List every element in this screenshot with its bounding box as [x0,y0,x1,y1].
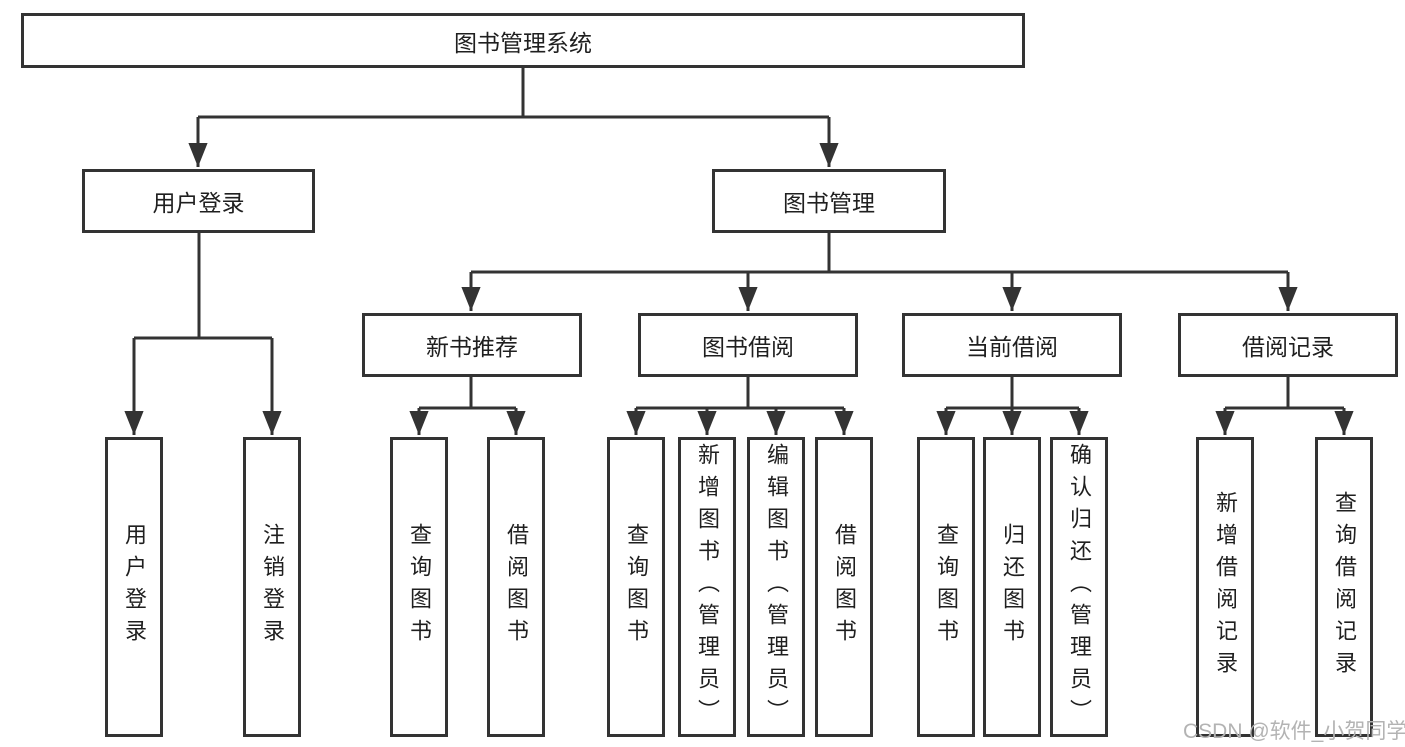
node-label: 借阅图书 [504,523,529,651]
node-label: 确认归还（管理员） [1067,443,1092,731]
leaf-confirm-return-admin: 确认归还（管理员） [1050,437,1108,737]
node-label: 编辑图书（管理员） [764,443,789,731]
node-current-borrow: 当前借阅 [902,313,1122,377]
node-label: 新增借阅记录 [1213,491,1238,683]
node-label: 图书借阅 [702,334,794,360]
node-book-management: 图书管理 [712,169,946,233]
node-root: 图书管理系统 [21,13,1025,68]
node-borrow-records: 借阅记录 [1178,313,1398,377]
node-new-book-recommend: 新书推荐 [362,313,582,377]
node-label: 用户登录 [122,523,147,651]
leaf-borrow-books-1: 借阅图书 [487,437,545,737]
node-label: 注销登录 [260,523,285,651]
node-label: 借阅记录 [1242,334,1334,360]
leaf-query-books-3: 查询图书 [917,437,975,737]
node-label: 查询图书 [624,523,649,651]
leaf-add-book-admin: 新增图书（管理员） [678,437,736,737]
node-label: 借阅图书 [832,523,857,651]
node-label: 新增图书（管理员） [695,443,720,731]
leaf-edit-book-admin: 编辑图书（管理员） [747,437,805,737]
node-label: 查询借阅记录 [1332,491,1357,683]
csdn-watermark: CSDN @软件_小贺同学 [1183,720,1405,743]
node-label: 归还图书 [1000,523,1025,651]
node-label: 查询图书 [934,523,959,651]
leaf-query-books-1: 查询图书 [390,437,448,737]
node-user-login: 用户登录 [82,169,315,233]
leaf-borrow-books-2: 借阅图书 [815,437,873,737]
leaf-query-books-2: 查询图书 [607,437,665,737]
node-label: 用户登录 [152,190,245,216]
node-label: 新书推荐 [426,334,518,360]
leaf-return-book: 归还图书 [983,437,1041,737]
leaf-add-borrow-record: 新增借阅记录 [1196,437,1254,737]
leaf-query-borrow-record: 查询借阅记录 [1315,437,1373,737]
node-label: 查询图书 [407,523,432,651]
node-label: 图书管理系统 [454,29,592,56]
leaf-logout: 注销登录 [243,437,301,737]
node-label: 当前借阅 [966,334,1058,360]
node-label: 图书管理 [783,190,875,216]
node-book-borrow: 图书借阅 [638,313,858,377]
leaf-user-login: 用户登录 [105,437,163,737]
